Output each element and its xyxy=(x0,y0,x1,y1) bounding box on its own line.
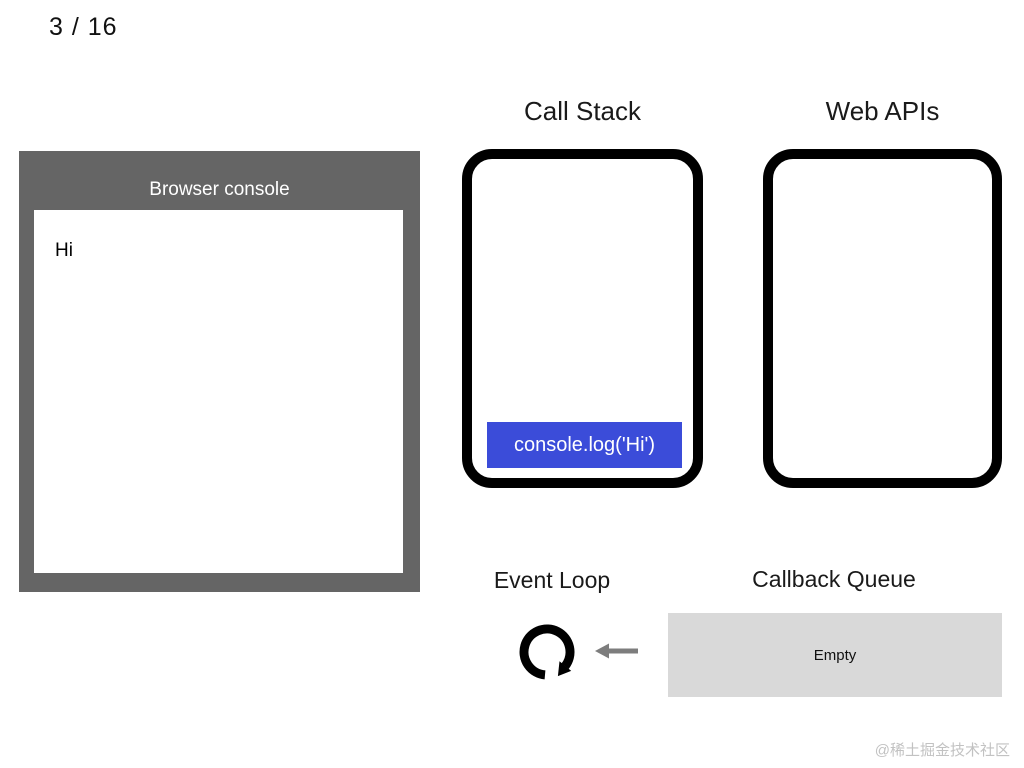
browser-console-panel: Browser console Hi xyxy=(19,151,420,592)
callback-queue-box: Empty xyxy=(668,613,1002,697)
browser-console-title: Browser console xyxy=(149,179,290,200)
left-arrow-icon xyxy=(595,642,639,660)
call-stack-title: Call Stack xyxy=(523,96,642,126)
browser-console-screen: Hi xyxy=(34,210,403,573)
watermark: @稀土掘金技术社区 xyxy=(874,742,1010,759)
event-loop-title: Event Loop xyxy=(493,567,611,593)
callback-queue-title: Callback Queue xyxy=(752,566,916,592)
console-log-line: Hi xyxy=(55,240,73,261)
event-loop-icon xyxy=(516,619,580,687)
web-apis-title: Web APIs xyxy=(825,96,940,126)
web-apis-box xyxy=(763,149,1002,488)
stack-frame-console-log: console.log('Hi') xyxy=(487,422,682,468)
slide-counter: 3 / 16 xyxy=(49,13,118,41)
callback-queue-status: Empty xyxy=(813,646,857,664)
